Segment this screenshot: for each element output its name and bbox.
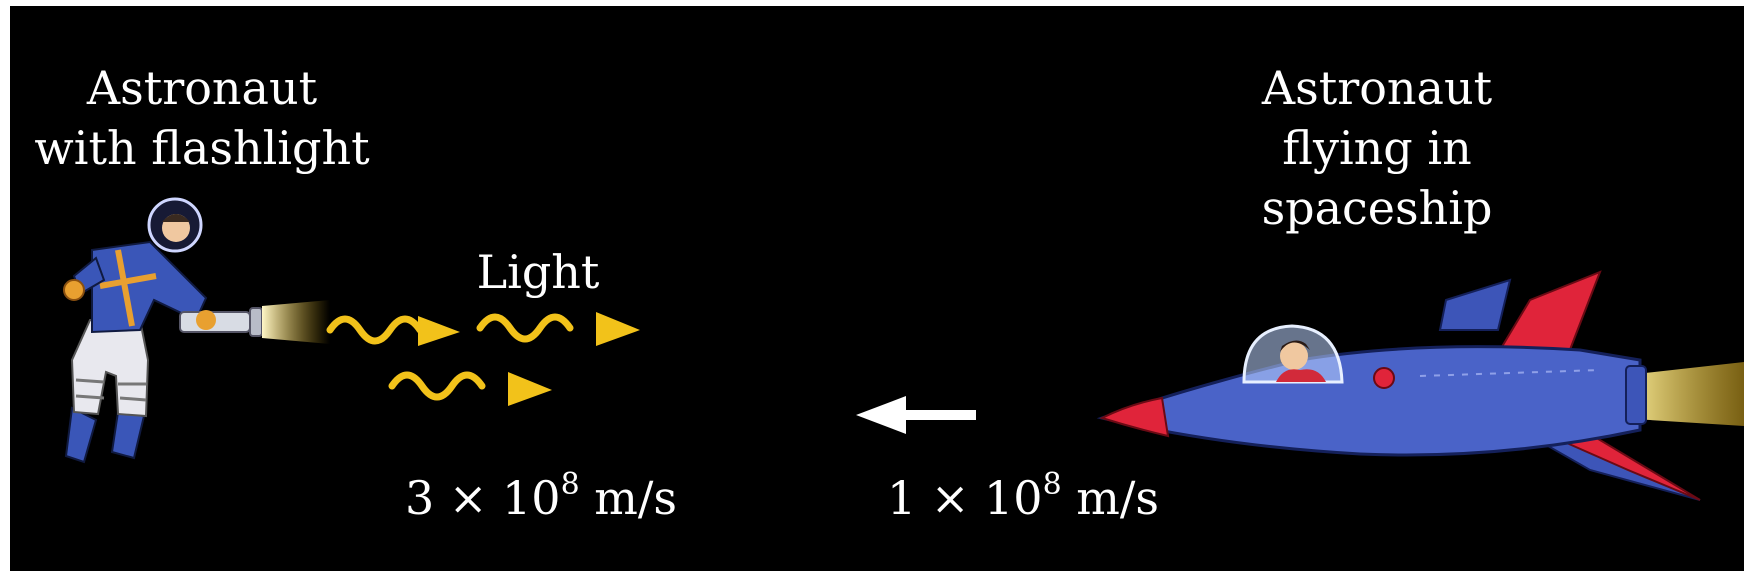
astronaut-flashlight-label: Astronaut with flashlight: [34, 58, 369, 178]
ship-speed-mantissa: 1: [886, 471, 917, 525]
astronaut-left-boot: [64, 406, 98, 464]
light-waves: [326, 312, 640, 406]
ship-speed-base: 10: [984, 471, 1043, 525]
light-wave-3: [388, 371, 486, 401]
astronaut-spaceship-label: Astronaut flying in spaceship: [1262, 58, 1493, 238]
ship-speed-exponent: 8: [1042, 467, 1062, 502]
light-speed-label: 3 × 108 m/s: [405, 470, 677, 526]
spaceship-bottom-red-fin: [1556, 432, 1701, 501]
ship-velocity-arrow: [856, 396, 976, 434]
light-wave-1-arrowhead: [418, 316, 460, 346]
astronaut-flashlight-label-line2: with flashlight: [34, 121, 370, 175]
flashlight-beam: [262, 300, 330, 344]
light-wave-2: [476, 313, 574, 343]
astronaut-flashlight-label-line1: Astronaut: [86, 61, 318, 115]
light-label: Light: [476, 245, 600, 299]
light-speed-base: 10: [502, 471, 561, 525]
spaceship-nozzle: [1625, 365, 1647, 425]
light-speed-unit: m/s: [594, 471, 678, 525]
ship-speed-unit: m/s: [1076, 471, 1160, 525]
astronaut-with-flashlight-icon: [63, 197, 330, 464]
light-wave-3-arrowhead: [508, 372, 552, 406]
spaceship-porthole: [1373, 367, 1395, 389]
astronaut-spaceship-label-line2: flying in: [1282, 121, 1472, 175]
light-speed-times: ×: [448, 471, 488, 525]
astronaut-spaceship-label-line3: spaceship: [1261, 181, 1493, 235]
spaceship-nose: [1099, 396, 1170, 438]
astronaut-spaceship-label-line1: Astronaut: [1261, 61, 1493, 115]
spaceship-body: [1096, 345, 1642, 457]
light-wave-2-arrowhead: [596, 312, 640, 346]
astronaut-right-boot: [110, 410, 146, 460]
astronaut-legs: [70, 319, 150, 418]
spaceship-exhaust: [1618, 362, 1744, 426]
light-speed-mantissa: 3: [404, 471, 435, 525]
space-background: [10, 6, 1744, 571]
spaceship-pilot-head: [1280, 342, 1308, 370]
light-wave-1: [326, 315, 424, 345]
spaceship-icon: [1096, 270, 1744, 501]
light-speed-exponent: 8: [560, 467, 580, 502]
ship-speed-times: ×: [930, 471, 970, 525]
spaceship-pilot-body: [1276, 369, 1326, 382]
velocity-arrowhead: [856, 396, 906, 434]
ship-speed-label: 1 × 108 m/s: [887, 470, 1159, 526]
